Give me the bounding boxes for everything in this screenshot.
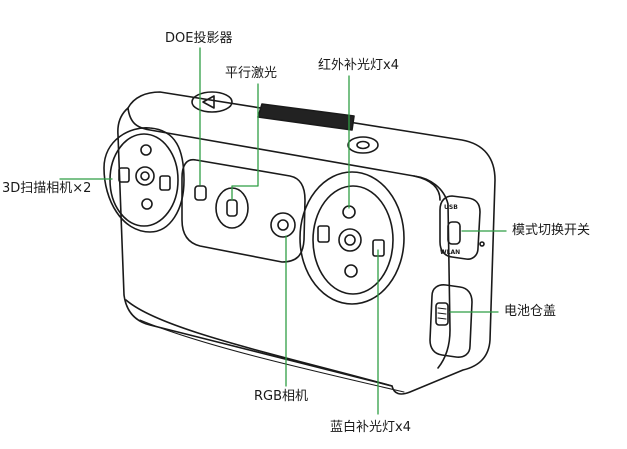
label-mode-switch: 模式切换开关	[512, 223, 591, 238]
left-lens-ring	[109, 133, 179, 227]
right-light-bottom	[344, 264, 358, 278]
top-button	[191, 91, 233, 113]
right-cluster-housing	[299, 171, 405, 305]
front-bottom-edge-2	[139, 319, 405, 393]
label-doe-projector: DOE投影器	[165, 31, 233, 46]
top-vent	[257, 103, 355, 131]
label-rgb-camera: RGB相机	[254, 389, 309, 404]
right-lens-ring	[312, 185, 394, 295]
label-ir-light: 红外补光灯x4	[318, 58, 399, 73]
rgb-camera	[270, 212, 296, 238]
top-round-button	[347, 136, 379, 154]
left-cluster-housing	[103, 127, 185, 233]
right-cam-a	[317, 225, 330, 243]
label-parallel-laser: 平行激光	[225, 66, 278, 81]
label-battery-cover: 电池仓盖	[504, 304, 557, 319]
left-light-top	[140, 144, 152, 156]
battery-cover	[429, 284, 473, 358]
callout-line-laser	[231, 83, 259, 201]
label-3d-scan-camera: 3D扫描相机×2	[2, 181, 92, 196]
wlan-marking: WLAN	[440, 249, 461, 256]
switch-panel	[439, 195, 481, 260]
label-blue-white-light: 蓝白补光灯x4	[330, 420, 411, 435]
triangle-icon	[202, 95, 215, 109]
doe-projector	[194, 185, 207, 201]
device-body	[117, 91, 496, 395]
middle-bar	[181, 158, 306, 263]
usb-marking: USB	[444, 204, 458, 211]
left-center-lens	[135, 166, 155, 186]
front-bottom-edge	[125, 299, 393, 387]
left-light-bottom	[141, 198, 153, 210]
side-face-edge	[413, 175, 451, 369]
status-dot	[479, 241, 485, 247]
left-cam-b	[159, 175, 171, 191]
top-face-edge	[127, 107, 441, 201]
left-cam-a	[118, 167, 130, 183]
right-center-lens	[338, 228, 362, 252]
battery-latch	[435, 302, 449, 326]
switch-slider	[447, 221, 461, 245]
